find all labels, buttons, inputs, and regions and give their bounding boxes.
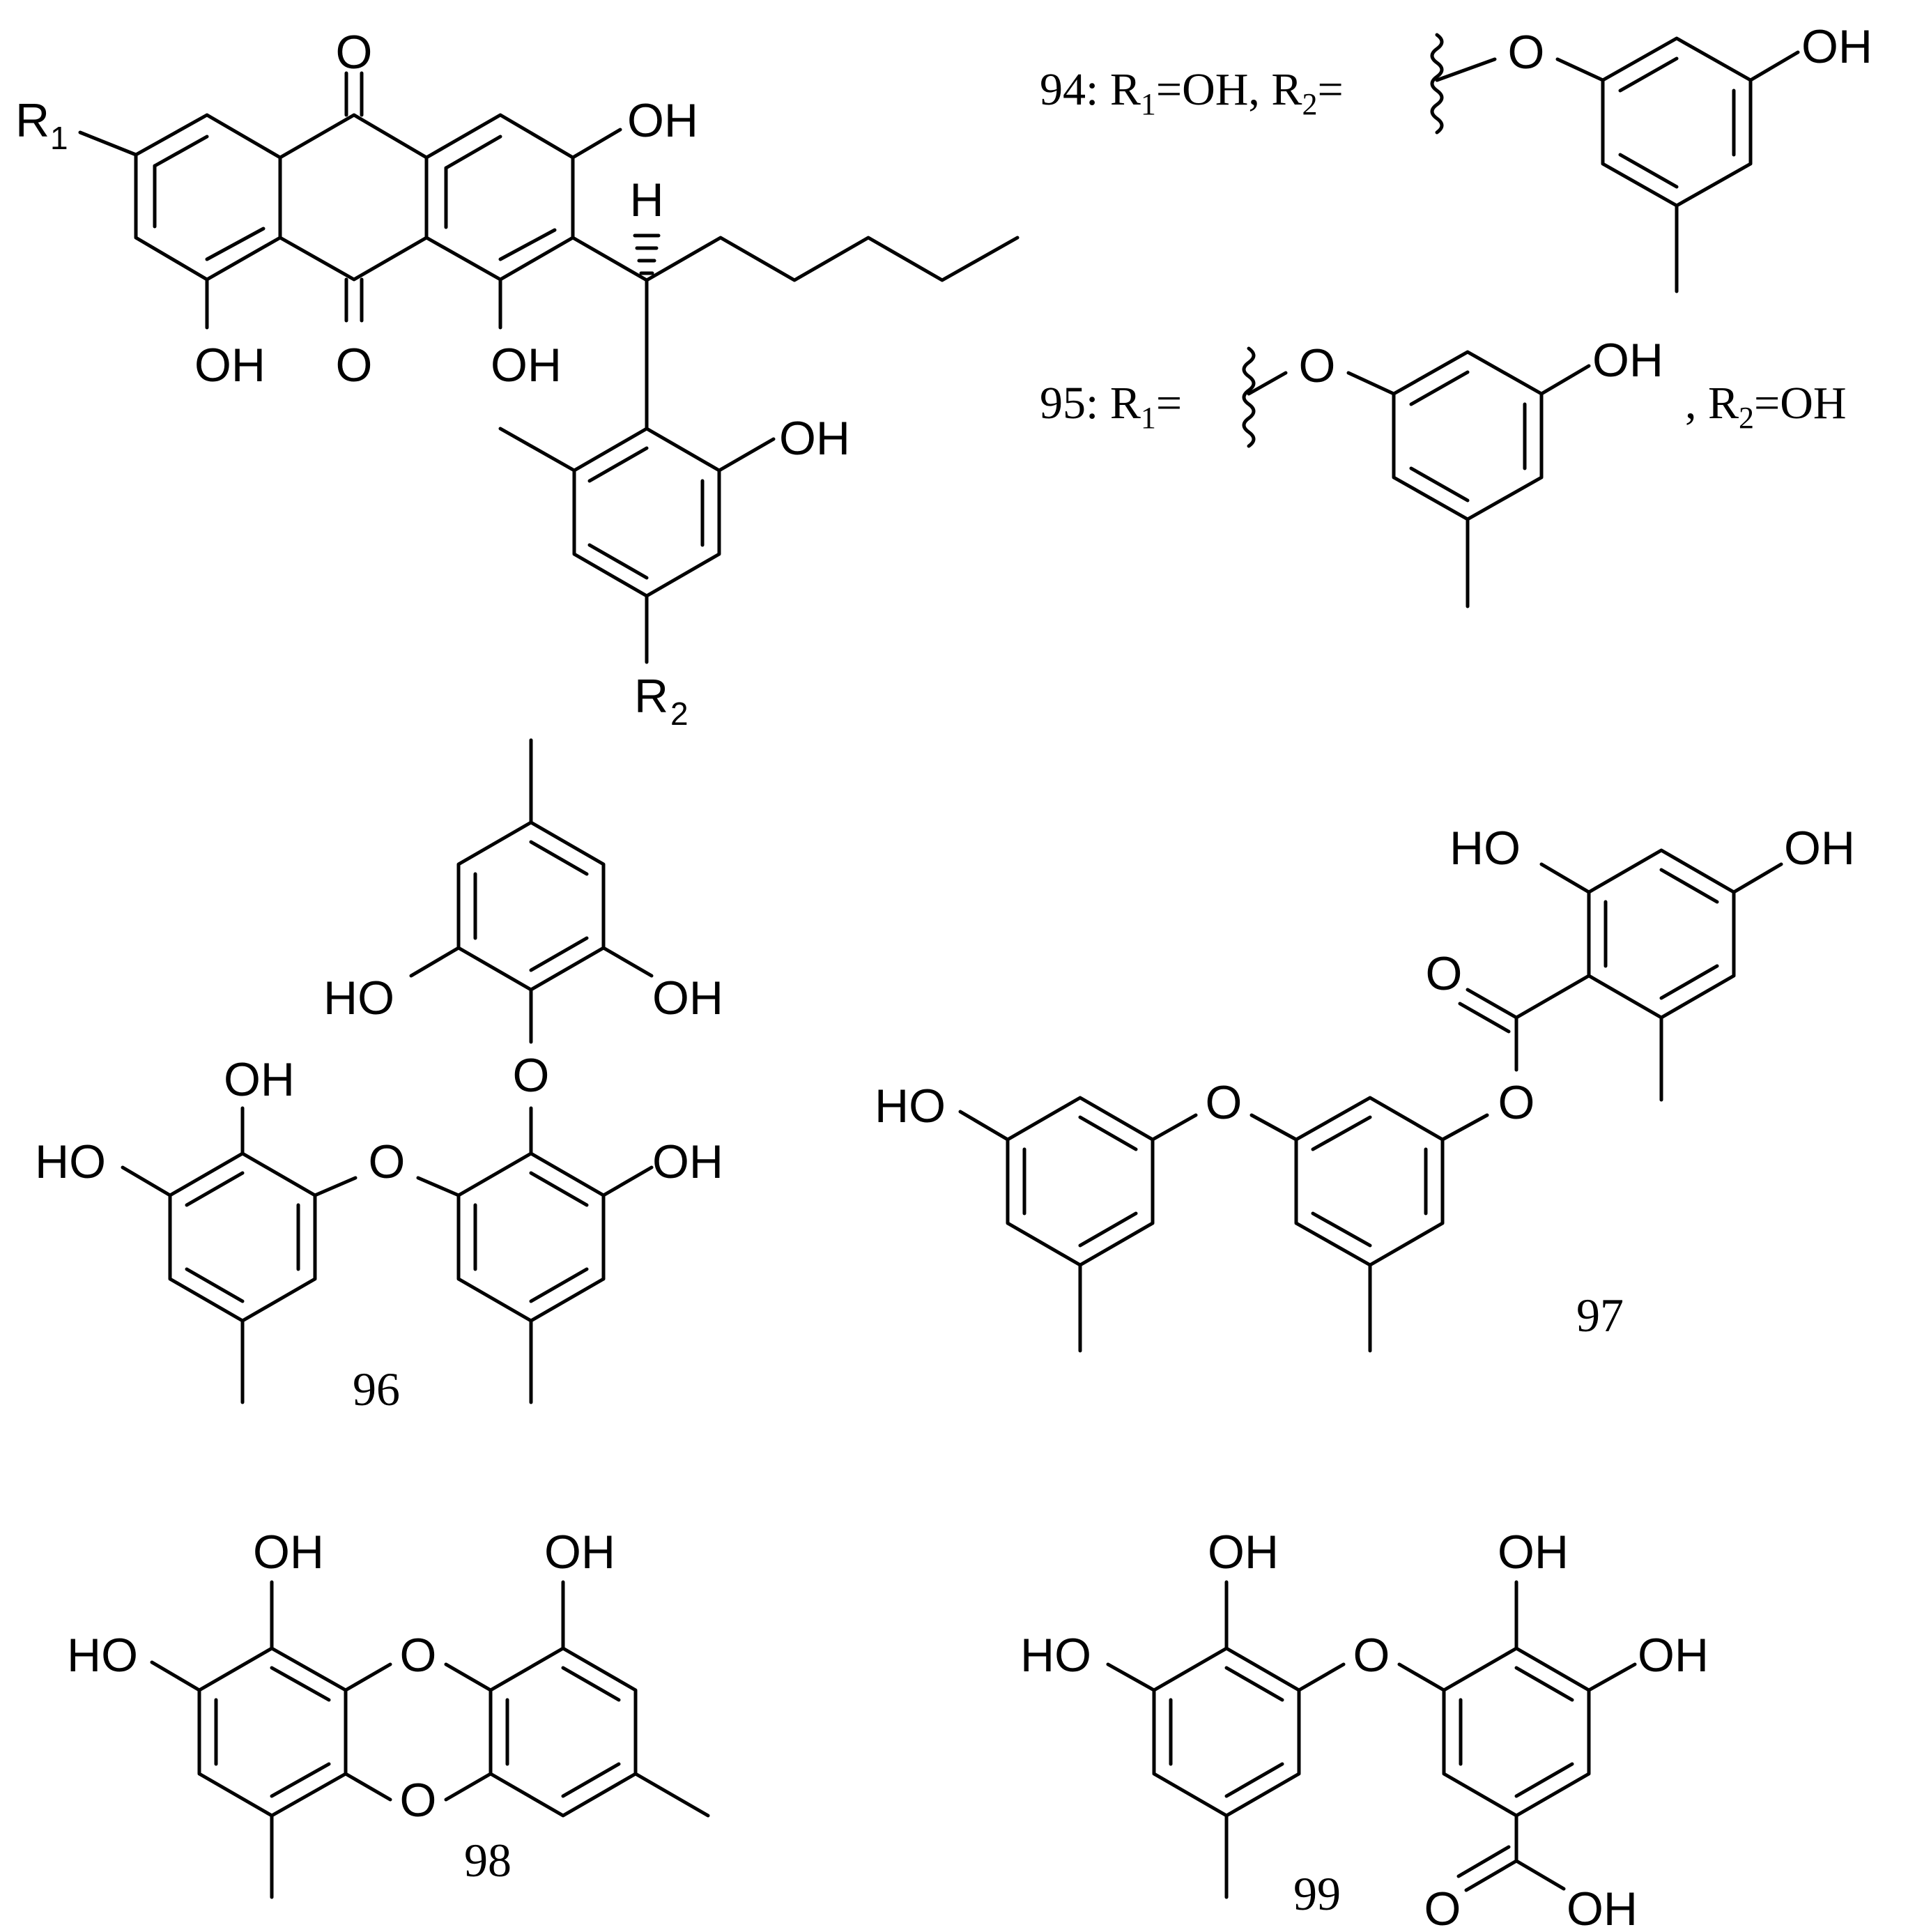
def94-sub2: 2 [1302,87,1317,121]
def94-sub1: 1 [1141,87,1156,121]
c96-atom-ho-top: HO [323,972,394,1025]
def95-mid1: = [1156,378,1182,429]
atom-r1: R [15,94,49,147]
structure-96: HO OH O OH HO O OH 96 [35,738,723,1416]
c99-atom-oh-right-top: OH [1498,1526,1569,1579]
c98-atom-oh-left: OH [253,1526,324,1579]
c99-atom-ho: HO [1020,1629,1091,1682]
c96-atom-ho-left: HO [35,1135,106,1188]
c97-atom-o-ester: O [1498,1076,1535,1129]
def94-prefix: 94: R [1040,64,1141,115]
structure-99: OH OH HO O OH O OH 99 [1020,1526,1709,1932]
atom-oh-ring-c-bottom: OH [491,339,562,392]
definition-94: 94: R1=OH, R2= O OH [1040,20,1872,293]
compound-label-96: 96 [353,1363,400,1416]
def95-prefix: 95: R [1040,378,1141,429]
atom-o-top: O [336,26,373,79]
structure-94-95-labels: O O OH OH OH H OH R 1 R 2 [15,26,850,732]
c99-atom-o-bridge: O [1353,1629,1390,1682]
c96-atom-oh-top: OH [652,972,723,1025]
def95-sub2: 2 [1739,401,1754,435]
atom-r2: R [634,670,668,723]
svg-text:, R2=OH: , R2=OH [1685,378,1847,435]
atom-h-chiral: H [629,174,663,227]
c98-atom-o-top: O [400,1629,437,1682]
hashed-wedge-bond [633,233,661,275]
def94-atom-o: O [1508,26,1545,79]
c96-atom-o-mid: O [513,1049,550,1102]
c98-atom-ho: HO [67,1629,138,1682]
structure-98: OH OH HO O O 98 [67,1526,710,1899]
definition-95: 95: R1= O OH , R2=OH [1040,334,1847,608]
c97-atom-ho-left: HO [875,1080,946,1133]
c96-atom-o-bridge: O [369,1135,406,1188]
def95-atom-oh: OH [1592,334,1663,387]
structure-94-95-core [78,71,1020,664]
r2-label: R 2 [634,670,689,732]
compound-label-99: 99 [1293,1867,1341,1920]
wavy-attachment-94 [1430,33,1444,135]
c97-atom-ho-top: HO [1449,822,1521,875]
def94-atom-oh: OH [1801,20,1872,73]
compound-label-97: 97 [1576,1289,1624,1342]
c99-atom-oh-acid: OH [1567,1883,1638,1932]
def94-mid1: =OH, R [1156,64,1302,115]
c97-atom-oh-top: OH [1784,822,1855,875]
c99-atom-oh-left-top: OH [1208,1526,1279,1579]
def95-sub1: 1 [1141,401,1156,435]
c97-atom-o-carbonyl: O [1426,947,1463,1000]
r1-label: R 1 [15,94,68,156]
atom-oh-aryl: OH [779,412,850,465]
def95-tail-prefix: , R [1685,378,1739,429]
compound-label-98: 98 [464,1834,512,1887]
def95-atom-o: O [1299,339,1336,392]
c96-atom-oh-left-top: OH [224,1053,295,1106]
atom-r2-subscript: 2 [670,696,689,732]
def95-tail: =OH [1754,378,1847,429]
c97-atom-o-bridge: O [1206,1076,1243,1129]
atom-oh-ring-a: OH [194,339,266,392]
c96-atom-oh-right: OH [652,1135,723,1188]
atom-o-bottom: O [336,339,373,392]
def94-mid2: = [1317,64,1343,115]
c99-atom-o-carbonyl: O [1424,1883,1461,1932]
svg-text:95: R1=: 95: R1= [1040,378,1182,435]
structure-97: HO O O O HO OH 97 [875,822,1855,1353]
atom-r1-subscript: 1 [50,120,68,156]
c99-atom-oh-right: OH [1638,1629,1709,1682]
c98-atom-oh-right: OH [544,1526,615,1579]
wavy-attachment-95 [1242,346,1256,448]
atom-oh-ring-c-top: OH [627,94,698,147]
svg-text:94: R1=OH, R2=: 94: R1=OH, R2= [1040,64,1344,121]
c98-atom-o-bottom: O [400,1774,437,1827]
